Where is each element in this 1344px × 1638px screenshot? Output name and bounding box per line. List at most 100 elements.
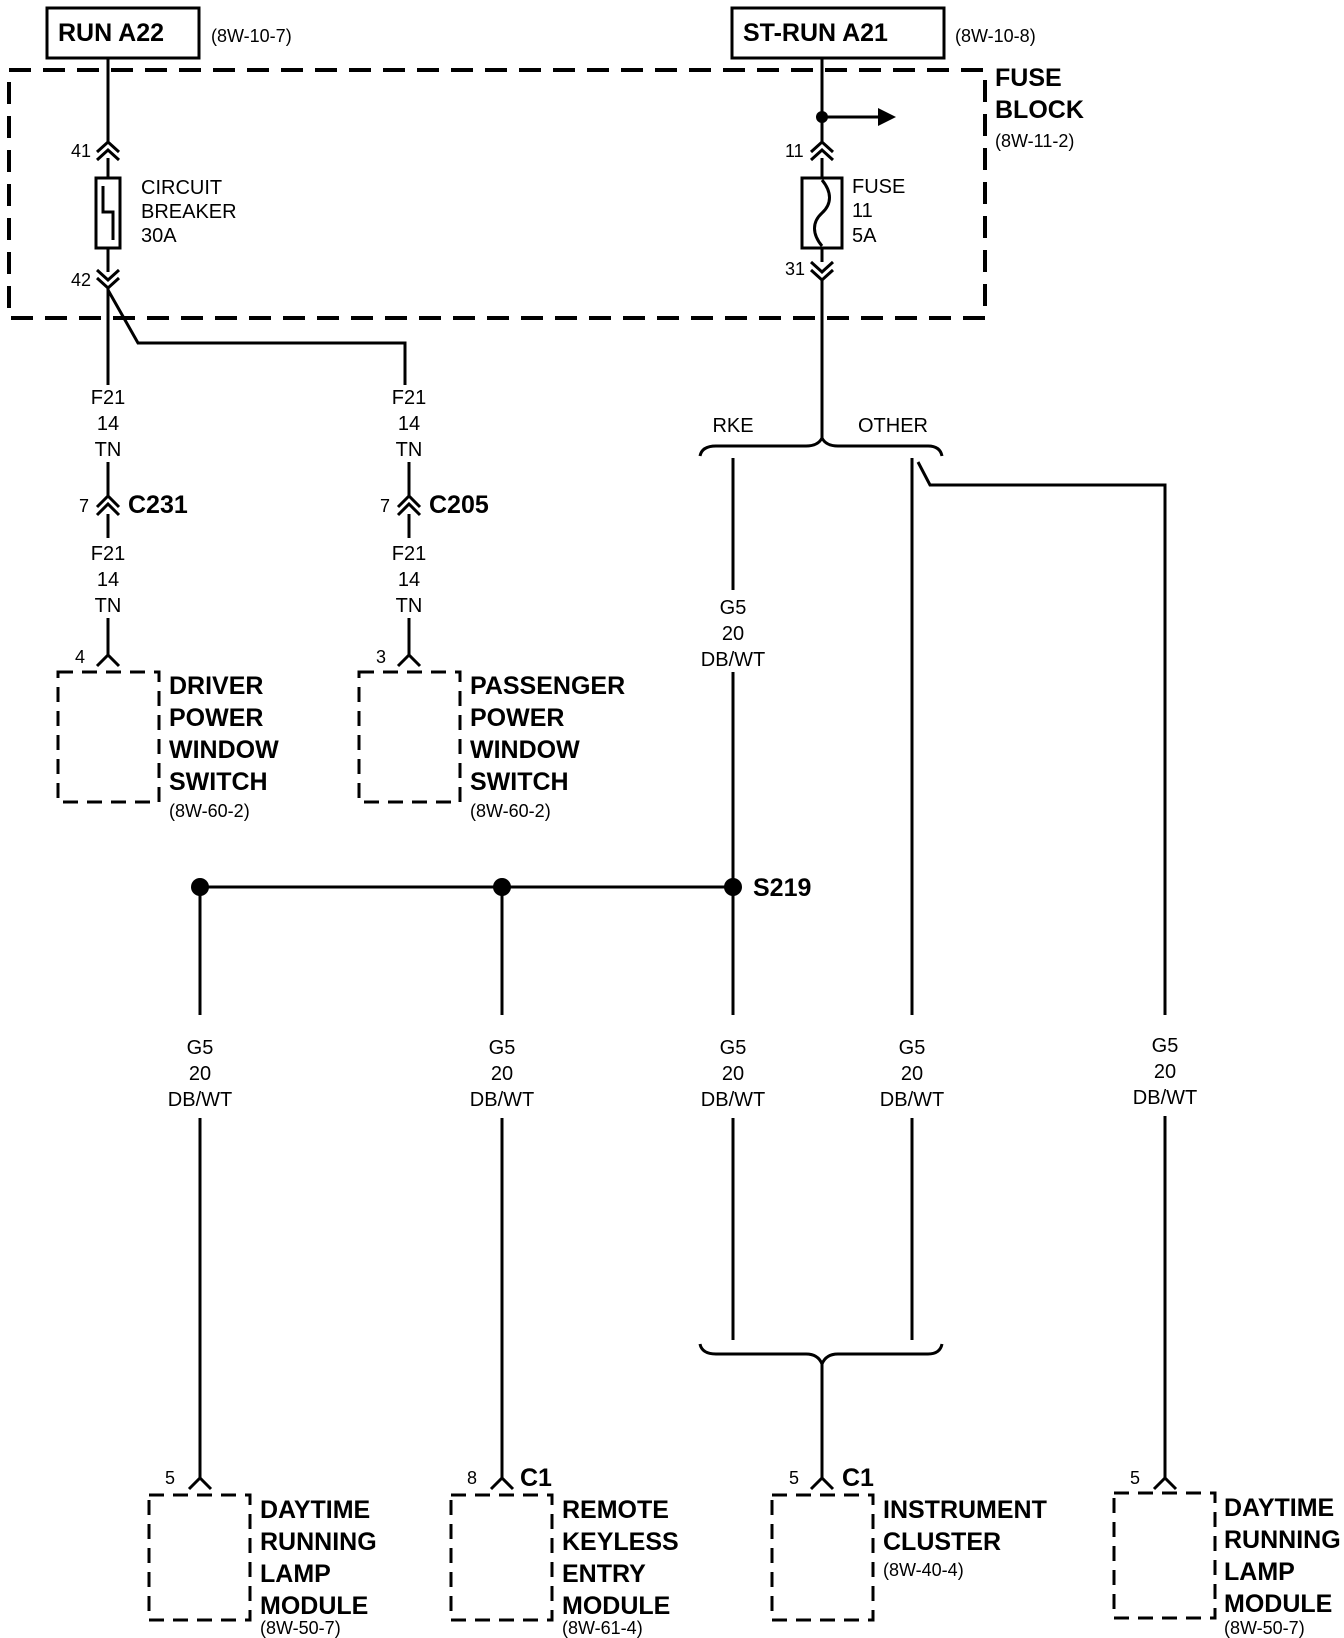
rke-module-pin: 8 [467,1468,477,1488]
rke-module-line-1: REMOTE [562,1496,669,1524]
passenger-switch-line-4: SWITCH [470,768,569,796]
fuse-block-ref: (8W-11-2) [995,131,1074,151]
fuse-label-3: 5A [852,225,877,247]
f21-circuit-b: F21 [91,543,125,565]
cb-input-terminal [95,139,121,162]
drl-right-pin: 5 [1130,1468,1140,1488]
f21-circuit-c: F21 [392,387,426,409]
driver-switch-line-3: WINDOW [169,736,279,764]
f21-color-d: TN [396,595,423,617]
continuation-arrow-icon [878,108,896,126]
c231-connector [95,493,121,517]
fuse-pin-out: 31 [785,259,805,279]
rke-module-connector: C1 [520,1464,552,1492]
run-a22-ref: (8W-10-7) [211,26,292,46]
run-a22-source: RUN A22 (8W-10-7) [45,6,292,60]
drl-left-ref: (8W-50-7) [260,1618,341,1638]
f21-gauge-a: 14 [97,413,119,435]
driver-switch-line-1: DRIVER [169,672,263,700]
c205-name: C205 [429,491,489,519]
drl-left-line-4: MODULE [260,1592,368,1620]
driver-switch-terminal [95,652,121,668]
top-option-bracket [698,434,944,457]
g5-circuit-4: G5 [899,1037,926,1059]
cluster-ref: (8W-40-4) [883,1560,964,1580]
g5-circuit-5: G5 [1152,1035,1179,1057]
drl-left-terminal [187,1475,213,1491]
branch-rke-label: RKE [712,415,753,437]
drl-left-line-2: RUNNING [260,1528,377,1556]
st-run-a21-ref: (8W-10-8) [955,26,1036,46]
g5-gauge-4: 20 [901,1063,923,1085]
drl-right-terminal [1152,1475,1178,1491]
fuse-label-1: FUSE [852,176,905,198]
drl-right-line-4: MODULE [1224,1590,1332,1618]
g5-color-3: DB/WT [701,1089,765,1111]
driver-switch-line-2: POWER [169,704,263,732]
g5-gauge-2: 20 [491,1063,513,1085]
passenger-switch-pin: 3 [376,647,386,667]
drl-left-pin: 5 [165,1468,175,1488]
g5-gauge-1: 20 [189,1063,211,1085]
driver-switch-ref: (8W-60-2) [169,801,250,821]
fuse-input-terminal [809,139,835,162]
passenger-switch-terminal [396,652,422,668]
c231-name: C231 [128,491,188,519]
rke-module-ref: (8W-61-4) [562,1618,643,1638]
st-run-a21-source: ST-RUN A21 (8W-10-8) [730,6,1036,60]
fuse-pin-in: 11 [785,141,804,161]
circuit-breaker-symbol [94,176,122,250]
g5-circuit-3: G5 [720,1037,747,1059]
g5-color-5: DB/WT [1133,1087,1197,1109]
cluster-box [770,1493,875,1622]
drl-right-line-2: RUNNING [1224,1526,1341,1554]
rke-module-line-3: ENTRY [562,1560,646,1588]
cb-pin-out: 42 [71,270,91,290]
drl-left-line-1: DAYTIME [260,1496,370,1524]
s219-label: S219 [753,874,811,902]
rke-module-line-2: KEYLESS [562,1528,679,1556]
drl-right-ref: (8W-50-7) [1224,1618,1305,1638]
fuse-label-2: 11 [852,200,873,222]
driver-switch-line-4: SWITCH [169,768,268,796]
fuse-block-outline [7,68,987,320]
g5-gauge-rke: 20 [722,623,744,645]
f21-color-b: TN [95,595,122,617]
fuse-symbol [800,176,844,250]
f21-color-c: TN [396,439,423,461]
cluster-terminal [809,1475,835,1491]
cb-label-2: BREAKER [141,201,237,223]
f21-circuit-a: F21 [91,387,125,409]
drl-left-line-3: LAMP [260,1560,331,1588]
driver-switch-box [56,670,161,804]
c231-pin: 7 [79,496,89,516]
driver-switch-pin: 4 [75,647,85,667]
cluster-line-1: INSTRUMENT [883,1496,1047,1524]
cb-label-3: 30A [141,225,177,247]
cb-output-terminal [95,268,121,291]
g5-color-rke: DB/WT [701,649,765,671]
g5-gauge-5: 20 [1154,1061,1176,1083]
drl-right-box [1112,1491,1217,1620]
rke-module-box [449,1493,554,1622]
branch-other-label: OTHER [858,415,928,437]
passenger-switch-line-2: POWER [470,704,564,732]
g5-circuit-2: G5 [489,1037,516,1059]
cluster-connector: C1 [842,1464,874,1492]
f21-gauge-d: 14 [398,569,420,591]
g5-color-4: DB/WT [880,1089,944,1111]
f21-color-a: TN [95,439,122,461]
drl-right-line-3: LAMP [1224,1558,1295,1586]
g5-color-2: DB/WT [470,1089,534,1111]
g5-gauge-3: 20 [722,1063,744,1085]
c205-pin: 7 [380,496,390,516]
rke-module-terminal [489,1475,515,1491]
f21-circuit-d: F21 [392,543,426,565]
drl-right-line-1: DAYTIME [1224,1494,1334,1522]
cb-label-1: CIRCUIT [141,177,222,199]
f21-gauge-b: 14 [97,569,119,591]
c205-connector [396,493,422,517]
run-a22-label: RUN A22 [58,19,164,47]
cb-pin-in: 41 [71,141,91,161]
